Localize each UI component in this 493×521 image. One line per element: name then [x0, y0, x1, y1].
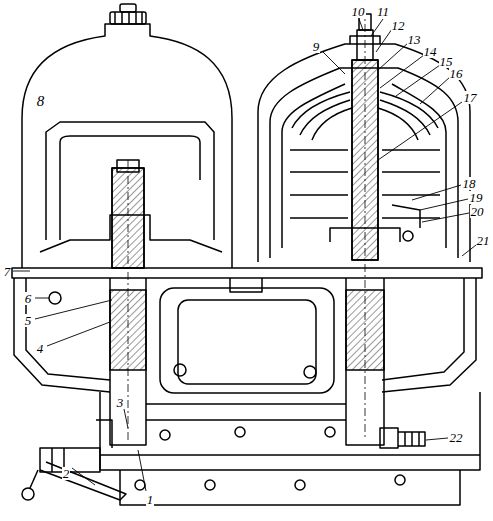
callout-number: 3	[116, 396, 125, 409]
callout-number: 2	[62, 467, 71, 480]
callout-number: 10	[351, 5, 366, 18]
callout-number: 17	[463, 91, 478, 104]
callout-number: 6	[24, 292, 33, 305]
callout-number: 20	[470, 205, 485, 218]
callout-number: 4	[36, 342, 45, 355]
callout-number: 18	[462, 177, 477, 190]
callout-number: 8	[36, 94, 46, 109]
callout-number: 16	[449, 67, 464, 80]
callout-number: 21	[476, 234, 491, 247]
callout-number: 13	[407, 33, 422, 46]
callout-number: 7	[3, 265, 12, 278]
callout-number: 22	[449, 431, 464, 444]
leader-lines	[13, 19, 476, 491]
callout-number: 9	[312, 40, 321, 53]
callout-number: 1	[146, 493, 155, 506]
callout-number: 11	[376, 5, 390, 18]
callout-number: 14	[423, 45, 438, 58]
callout-number: 19	[469, 191, 484, 204]
callout-number: 5	[24, 314, 33, 327]
callout-number: 12	[391, 19, 406, 32]
